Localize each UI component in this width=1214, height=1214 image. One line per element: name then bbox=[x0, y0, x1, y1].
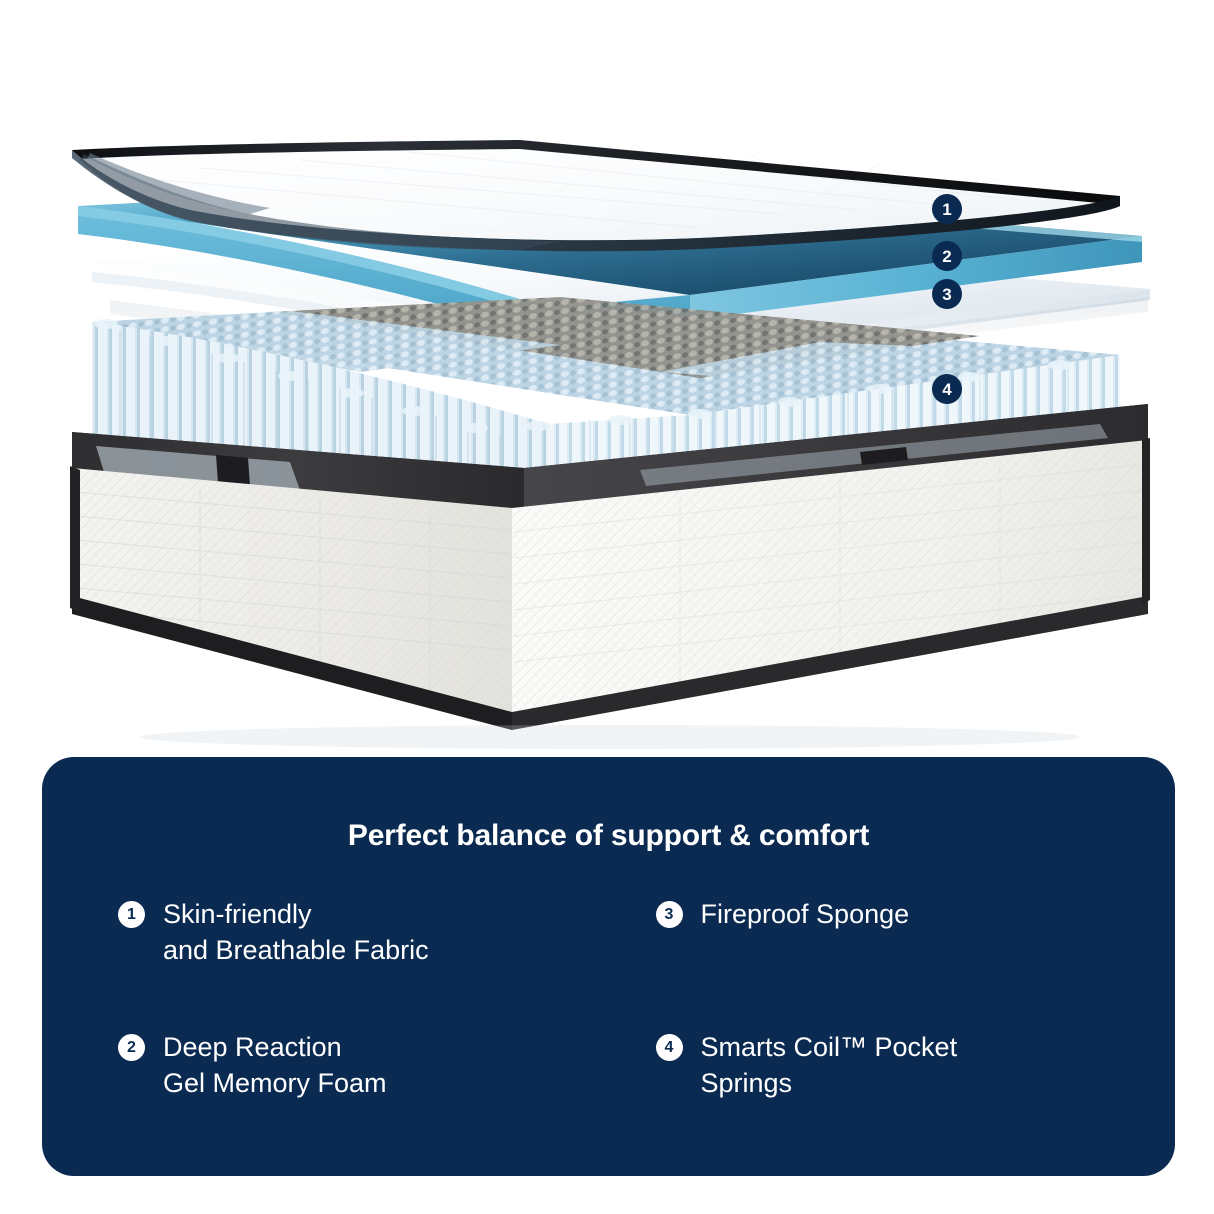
feature-label-1: Skin-friendly and Breathable Fabric bbox=[163, 899, 429, 965]
layer-1-quilted-cover-shape bbox=[72, 140, 1120, 252]
mattress-layers-diagram: 1 2 3 4 bbox=[70, 140, 1150, 749]
diagram-badge-4: 4 bbox=[932, 374, 962, 404]
feature-item-3: 3 Fireproof Sponge bbox=[618, 897, 1138, 968]
diagram-badge-2: 2 bbox=[932, 241, 962, 271]
feature-label-4: Smarts Coil™ Pocket Springs bbox=[700, 1032, 958, 1098]
card-title: Perfect balance of support & comfort bbox=[347, 819, 870, 852]
feature-summary-card: Perfect balance of support & comfort 1 S… bbox=[42, 757, 1175, 1176]
feature-badge-4: 4 bbox=[655, 1034, 683, 1062]
feature-badge-1: 1 bbox=[118, 901, 145, 928]
feature-item-2: 2 Deep Reaction Gel Memory Foam bbox=[80, 1030, 600, 1101]
feature-label-2: Deep Reaction Gel Memory Foam bbox=[163, 1032, 387, 1098]
diagram-badge-3: 3 bbox=[932, 279, 962, 309]
feature-list: 1 Skin-friendly and Breathable Fabric 3 … bbox=[80, 897, 1137, 1102]
feature-badge-3: 3 bbox=[655, 901, 683, 928]
feature-item-1: 1 Skin-friendly and Breathable Fabric bbox=[80, 897, 600, 968]
feature-badge-2: 2 bbox=[118, 1034, 145, 1062]
feature-item-4: 4 Smarts Coil™ Pocket Springs bbox=[618, 1030, 1138, 1101]
diagram-badge-1: 1 bbox=[932, 194, 962, 224]
mattress-base-fabric-body bbox=[70, 438, 1150, 730]
feature-label-3: Fireproof Sponge bbox=[700, 899, 910, 929]
